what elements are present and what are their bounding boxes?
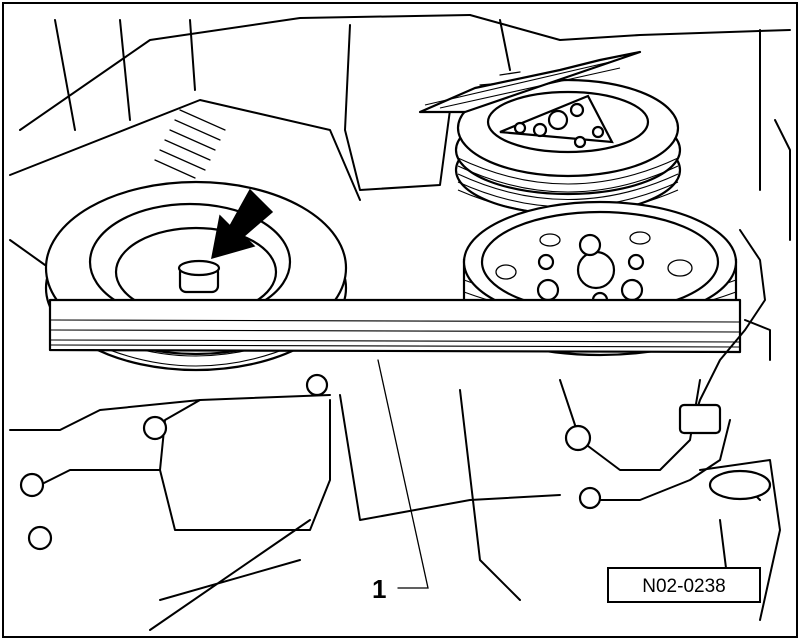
mounting-bolts (19, 373, 602, 551)
ribbed-belt (48, 50, 742, 354)
sensor-connector (678, 229, 772, 501)
callout-1-label: 1 (372, 574, 386, 604)
reference-code-box: N02-0238 (607, 567, 761, 603)
reference-code: N02-0238 (642, 576, 725, 597)
tensioner-pulley (454, 78, 682, 216)
indicator-arrow (211, 188, 274, 260)
callout-1: 1 (372, 359, 429, 604)
